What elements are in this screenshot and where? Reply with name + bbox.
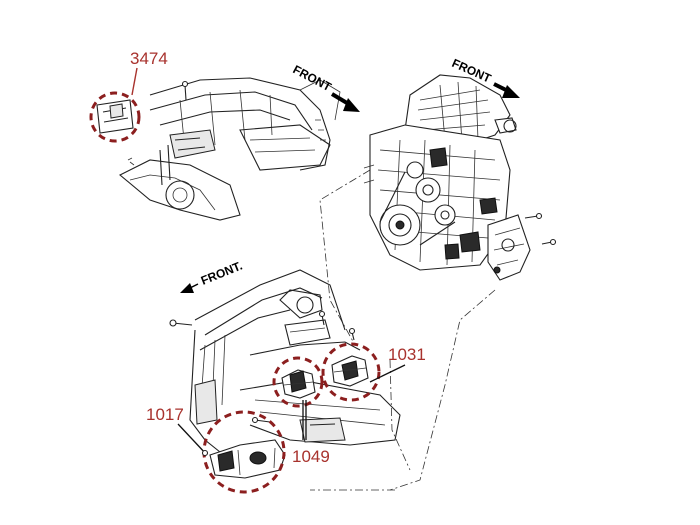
engine-assembly [363,74,557,281]
front-arrow-lower: FRONT. [180,259,244,293]
mount-1031: 1031 [321,342,426,402]
lower-body-structure [169,269,401,461]
front-label-lower: FRONT. [199,259,244,288]
highlight-circle-3474 [89,91,141,143]
reference-lines [310,169,496,491]
front-arrow-top-left: FRONT [291,62,360,112]
mount-3474: 3474 [89,49,168,143]
mount-1049: 1049 [272,356,330,466]
callout-3474: 3474 [130,49,168,68]
mount-1017: 1017 [146,405,286,494]
callout-1017: 1017 [146,405,184,424]
highlight-circle-1031 [321,342,381,402]
callout-1031: 1031 [388,345,426,364]
highlight-circle-1049 [272,356,324,408]
callout-1049: 1049 [292,447,330,466]
upper-body-structure [119,77,341,221]
